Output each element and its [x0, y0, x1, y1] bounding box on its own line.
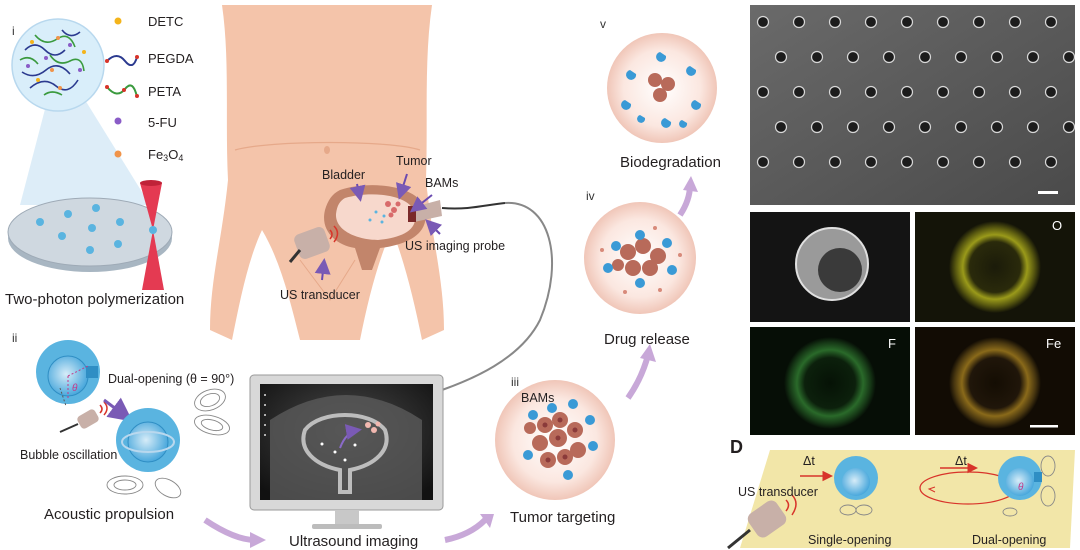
legend-label-5fu: 5-FU [148, 115, 177, 130]
label-bams: BAMs [425, 176, 459, 190]
sem-microrobot-dot [918, 50, 932, 64]
biodegradation-cell [607, 33, 717, 143]
sem-microrobot-dot [954, 50, 968, 64]
ultrasound-monitor [249, 374, 494, 543]
label-dual-opening-d: Dual-opening [972, 533, 1047, 547]
sem-microrobot-dot [1044, 155, 1058, 169]
sem-microrobot-dot [936, 155, 950, 169]
human-body [210, 5, 553, 391]
sem-single-particle [750, 212, 910, 322]
sem-microrobot-dot [918, 120, 932, 134]
label-bladder: Bladder [322, 168, 366, 182]
label-theta-d: θ [1018, 482, 1024, 493]
label-dt-dual: Δt [955, 454, 967, 468]
sem-microrobot-dot [1026, 50, 1040, 64]
sem-microrobot-dot [1044, 85, 1058, 99]
sem-microrobot-dot [954, 120, 968, 134]
label-d-us-transducer: US transducer [738, 485, 818, 499]
sem-microrobot-dot [972, 85, 986, 99]
sem-microrobot-dot [900, 155, 914, 169]
legend-label-fe3o4: Fe3O4 [148, 147, 184, 163]
sem-microrobot-dot [990, 50, 1004, 64]
sem-microrobot-dot [828, 15, 842, 29]
caption-two-photon: Two-photon polymerization [5, 291, 185, 308]
eds-label-o: O [1052, 218, 1063, 233]
label-single-opening: Single-opening [808, 533, 892, 547]
sem-microrobot-dot [1062, 50, 1076, 64]
sem-microrobot-dot [900, 85, 914, 99]
label-theta: θ [72, 383, 78, 394]
sem-microrobot-dot [1008, 155, 1022, 169]
label-bubble-oscillation: Bubble oscillation [20, 448, 118, 462]
legend-marker-peta [104, 82, 140, 100]
caption-acoustic-propulsion: Acoustic propulsion [44, 506, 175, 523]
sem-microrobot-dot [756, 15, 770, 29]
sem-microrobot-dot [774, 50, 788, 64]
drug-release-cell [584, 176, 698, 314]
sem-microrobot-dot [1026, 120, 1040, 134]
sem-microrobot-dot [864, 15, 878, 29]
sem-microrobot-dot [810, 50, 824, 64]
sem-array-image [750, 5, 1076, 205]
sem-microrobot-dot [792, 15, 806, 29]
panel-d-letter: D [730, 437, 743, 457]
sem-microrobot-dot [846, 120, 860, 134]
label-dt-single: Δt [803, 454, 815, 468]
caption-drug-release: Drug release [604, 331, 690, 348]
sem-microrobot-dot [936, 15, 950, 29]
eds-map-iron [915, 327, 1075, 435]
sem-microrobot-dot [900, 15, 914, 29]
legend-marker-pegda [104, 50, 140, 66]
sem-microrobot-dot [1062, 120, 1076, 134]
roman-v: v [600, 17, 606, 31]
fabrication-panel [7, 18, 173, 290]
sem-microrobot-dot [828, 155, 842, 169]
sem-microrobot-dot [792, 85, 806, 99]
sem-microrobot-dot [1008, 85, 1022, 99]
roman-i: i [12, 24, 15, 38]
sem-microrobot-dot [810, 120, 824, 134]
sem-microrobot-dot [864, 85, 878, 99]
legend-marker-fe3o4 [113, 149, 123, 159]
eds-map-oxygen [915, 212, 1075, 322]
sem-microrobot-dot [936, 85, 950, 99]
sem-microrobot-dot [1008, 15, 1022, 29]
sem-microrobot-dot [972, 15, 986, 29]
sem-microrobot-dot [774, 120, 788, 134]
sem-microrobot-dot [1044, 15, 1058, 29]
sem-microrobot-dot [864, 155, 878, 169]
label-bams-targeting: BAMs [521, 391, 555, 405]
label-us-transducer: US transducer [280, 288, 360, 302]
label-dual-opening: Dual-opening (θ = 90°) [108, 372, 235, 386]
propulsion-panel [36, 340, 266, 548]
sem-microrobot-dot [882, 120, 896, 134]
sem-microrobot-dot [828, 85, 842, 99]
eds-map-fluorine [750, 327, 910, 435]
sem-microrobot-dot [972, 155, 986, 169]
sem-microrobot-dot [882, 50, 896, 64]
tumor-targeting-cell [495, 344, 656, 500]
roman-ii: ii [12, 331, 18, 345]
legend-label-detc: DETC [148, 14, 184, 29]
sem-microrobot-dot [756, 85, 770, 99]
label-tumor: Tumor [396, 154, 432, 168]
legend-label-pegda: PEGDA [148, 51, 194, 66]
legend-marker-5fu [113, 116, 123, 126]
sem-microrobot-dot [846, 50, 860, 64]
eds-label-f: F [888, 336, 896, 351]
label-us-imaging-probe: US imaging probe [405, 239, 506, 253]
roman-iv: iv [586, 189, 595, 203]
caption-biodegradation: Biodegradation [620, 154, 721, 171]
roman-iii: iii [511, 375, 519, 389]
caption-ultrasound-imaging: Ultrasound imaging [289, 533, 419, 550]
legend-label-peta: PETA [148, 84, 181, 99]
eds-label-fe: Fe [1046, 336, 1062, 351]
panel-d-schematic [727, 450, 1075, 550]
legend-marker-detc [113, 16, 123, 26]
sem-microrobot-dot [756, 155, 770, 169]
sem-microrobot-dot [792, 155, 806, 169]
caption-tumor-targeting: Tumor targeting [510, 509, 616, 526]
sem-microrobot-dot [990, 120, 1004, 134]
